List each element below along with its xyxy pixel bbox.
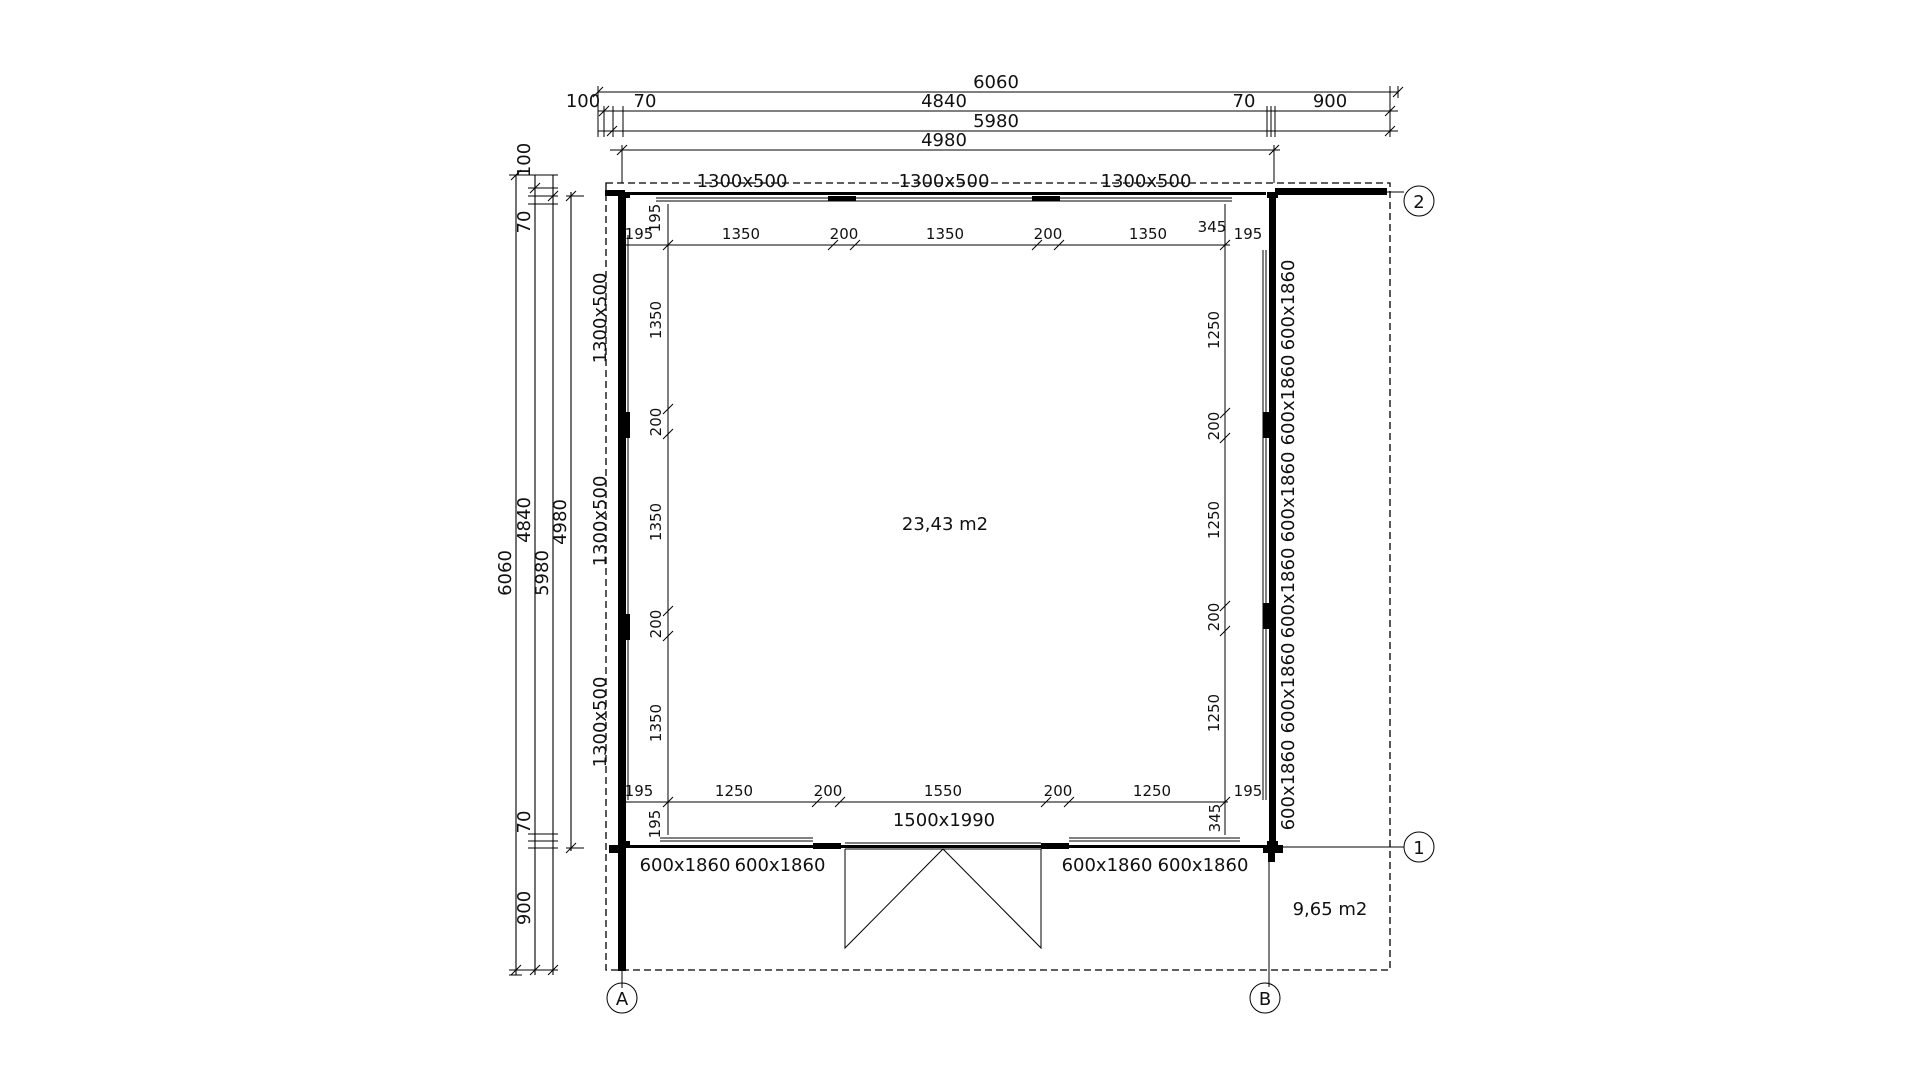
window-label-right-5: 600x1860 xyxy=(1278,643,1299,734)
interior-area-label: 23,43 m2 xyxy=(902,514,988,535)
window-label-bottom-2: 600x1860 xyxy=(735,855,826,876)
window-label-top-2: 1300x500 xyxy=(899,171,990,192)
axis-lines xyxy=(621,191,1404,988)
inner-left-200-a: 200 xyxy=(647,408,665,437)
left-dim-70-top: 70 xyxy=(514,211,535,234)
inner-right-200-b: 200 xyxy=(1205,603,1223,632)
axis-marker-1: 1 xyxy=(1403,831,1435,863)
left-dim-5980: 5980 xyxy=(532,550,553,596)
top-dimension-lines xyxy=(592,86,1404,183)
door-label: 1500x1990 xyxy=(893,810,995,831)
left-dim-4840: 4840 xyxy=(514,497,535,543)
window-label-left-2: 1300x500 xyxy=(590,476,611,567)
window-label-right-3: 600x1860 xyxy=(1278,452,1299,543)
window-label-right-2: 600x1860 xyxy=(1278,355,1299,446)
inner-top-1350-b: 1350 xyxy=(926,225,964,243)
inner-top-1350-a: 1350 xyxy=(722,225,760,243)
inner-bottom-200-b: 200 xyxy=(1044,782,1073,800)
window-label-right-6: 600x1860 xyxy=(1278,740,1299,831)
inner-bottom-200-a: 200 xyxy=(814,782,843,800)
inner-top-200-b: 200 xyxy=(1034,225,1063,243)
axis-marker-b: B xyxy=(1249,982,1281,1014)
window-label-bottom-4: 600x1860 xyxy=(1158,855,1249,876)
inner-top-200-a: 200 xyxy=(830,225,859,243)
window-label-top-3: 1300x500 xyxy=(1101,171,1192,192)
inner-top-195-vertical: 195 xyxy=(646,204,664,233)
inner-bottom-1250-a: 1250 xyxy=(715,782,753,800)
left-dimension-lines xyxy=(509,169,584,976)
double-door xyxy=(844,842,1042,950)
inner-bottom-195-right: 195 xyxy=(1234,782,1263,800)
left-dim-4980: 4980 xyxy=(550,499,571,545)
inner-left-1350-b: 1350 xyxy=(647,503,665,541)
left-dim-70-bottom: 70 xyxy=(514,811,535,834)
inner-top-345: 345 xyxy=(1198,218,1227,236)
top-dim-4840: 4840 xyxy=(921,91,967,112)
inner-left-1350-a: 1350 xyxy=(647,301,665,339)
axis-marker-1-label: 1 xyxy=(1413,838,1424,859)
left-dim-overall: 6060 xyxy=(495,550,516,596)
left-dim-100: 100 xyxy=(514,143,535,177)
inner-top-195-corner: 195 xyxy=(625,225,654,243)
axis-marker-b-label: B xyxy=(1259,989,1271,1010)
inner-left-1350-c: 1350 xyxy=(647,704,665,742)
inner-bottom-195-vertical: 195 xyxy=(646,810,664,839)
terrace-area-label: 9,65 m2 xyxy=(1293,899,1368,920)
inner-left-200-b: 200 xyxy=(647,610,665,639)
inner-right-1250-b: 1250 xyxy=(1205,501,1223,539)
walls xyxy=(605,188,1387,971)
inner-right-1250-a: 1250 xyxy=(1205,311,1223,349)
inner-bottom-345: 345 xyxy=(1206,804,1224,833)
window-label-right-1: 600x1860 xyxy=(1278,260,1299,351)
top-dim-900: 900 xyxy=(1313,91,1347,112)
roof-overhang-outline xyxy=(605,182,1391,971)
inner-right-200-a: 200 xyxy=(1205,412,1223,441)
inner-top-195-right: 195 xyxy=(1234,225,1263,243)
interior-measure-lines xyxy=(626,204,1231,835)
axis-marker-a: A xyxy=(606,982,638,1014)
inner-bottom-1250-b: 1250 xyxy=(1133,782,1171,800)
axis-marker-a-label: A xyxy=(616,989,629,1010)
top-dim-70-right: 70 xyxy=(1233,91,1256,112)
left-dim-900: 900 xyxy=(514,891,535,925)
inner-top-1350-c: 1350 xyxy=(1129,225,1167,243)
axis-marker-2-label: 2 xyxy=(1413,192,1424,213)
window-glazing xyxy=(624,197,1267,842)
window-label-left-3: 1300x500 xyxy=(590,677,611,768)
top-dim-4980: 4980 xyxy=(921,130,967,151)
top-dim-overall: 6060 xyxy=(973,72,1019,93)
window-label-bottom-1: 600x1860 xyxy=(640,855,731,876)
inner-bottom-1550: 1550 xyxy=(924,782,962,800)
window-label-left-1: 1300x500 xyxy=(590,273,611,364)
window-label-bottom-3: 600x1860 xyxy=(1062,855,1153,876)
window-label-right-4: 600x1860 xyxy=(1278,548,1299,639)
axis-marker-2: 2 xyxy=(1403,185,1435,217)
top-dim-5980: 5980 xyxy=(973,111,1019,132)
inner-right-1250-c: 1250 xyxy=(1205,694,1223,732)
inner-bottom-195-corner: 195 xyxy=(625,782,654,800)
top-dim-100: 100 xyxy=(566,91,600,112)
window-label-top-1: 1300x500 xyxy=(697,171,788,192)
top-dim-70-left: 70 xyxy=(634,91,657,112)
